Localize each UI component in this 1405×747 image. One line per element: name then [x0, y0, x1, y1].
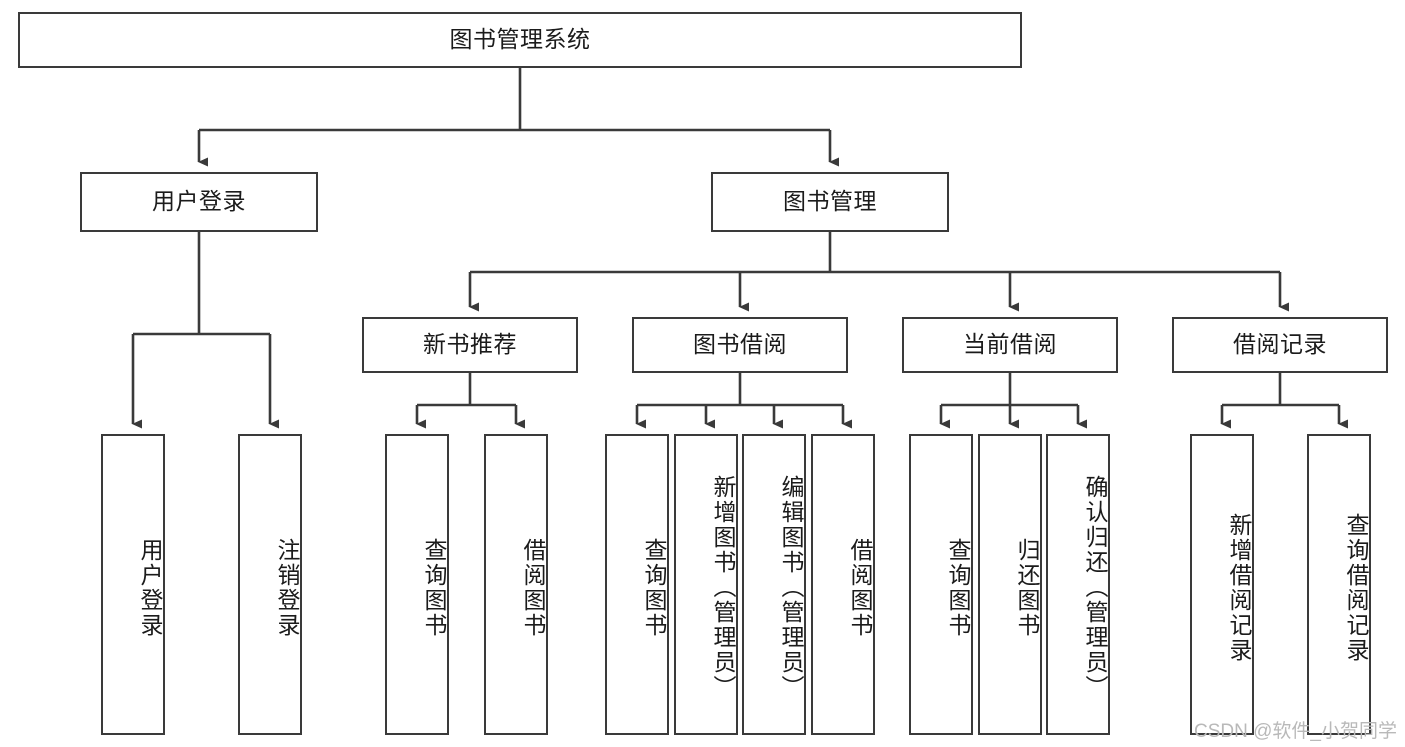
node-leaf-borrow-book-2[interactable]: 借阅图书: [811, 434, 875, 735]
node-leaf-add-record[interactable]: 新增借阅记录: [1190, 434, 1254, 735]
node-book-management[interactable]: 图书管理: [711, 172, 949, 232]
node-leaf-query-book-2[interactable]: 查询图书: [605, 434, 669, 735]
node-leaf-return-book-label: 归还图书: [1014, 537, 1040, 638]
node-leaf-user-login-label: 用户登录: [137, 537, 163, 638]
node-leaf-borrow-book-1-label: 借阅图书: [520, 537, 546, 638]
node-book-borrow[interactable]: 图书借阅: [632, 317, 848, 373]
node-leaf-confirm-return[interactable]: 确认归还（管理员）: [1046, 434, 1110, 735]
node-leaf-query-book-1-label: 查询图书: [421, 537, 447, 638]
node-leaf-logout-login[interactable]: 注销登录: [238, 434, 302, 735]
node-leaf-query-book-3-label: 查询图书: [945, 537, 971, 638]
node-leaf-confirm-return-label: 确认归还（管理员）: [1082, 475, 1108, 700]
node-leaf-add-book[interactable]: 新增图书（管理员）: [674, 434, 738, 735]
node-root-system[interactable]: 图书管理系统: [18, 12, 1022, 68]
node-user-login[interactable]: 用户登录: [80, 172, 318, 232]
node-leaf-borrow-book-2-label: 借阅图书: [847, 537, 873, 638]
node-borrow-record[interactable]: 借阅记录: [1172, 317, 1388, 373]
node-leaf-logout-login-label: 注销登录: [274, 537, 300, 638]
node-leaf-query-record-label: 查询借阅记录: [1343, 512, 1369, 663]
node-leaf-add-book-label: 新增图书（管理员）: [710, 475, 736, 700]
node-leaf-edit-book-label: 编辑图书（管理员）: [778, 475, 804, 700]
node-leaf-return-book[interactable]: 归还图书: [978, 434, 1042, 735]
node-current-borrow[interactable]: 当前借阅: [902, 317, 1118, 373]
node-leaf-borrow-book-1[interactable]: 借阅图书: [484, 434, 548, 735]
node-leaf-edit-book[interactable]: 编辑图书（管理员）: [742, 434, 806, 735]
node-new-book-recommend[interactable]: 新书推荐: [362, 317, 578, 373]
node-leaf-query-book-3[interactable]: 查询图书: [909, 434, 973, 735]
node-leaf-add-record-label: 新增借阅记录: [1226, 512, 1252, 663]
node-leaf-query-book-1[interactable]: 查询图书: [385, 434, 449, 735]
node-leaf-user-login[interactable]: 用户登录: [101, 434, 165, 735]
node-leaf-query-book-2-label: 查询图书: [641, 537, 667, 638]
node-leaf-query-record[interactable]: 查询借阅记录: [1307, 434, 1371, 735]
